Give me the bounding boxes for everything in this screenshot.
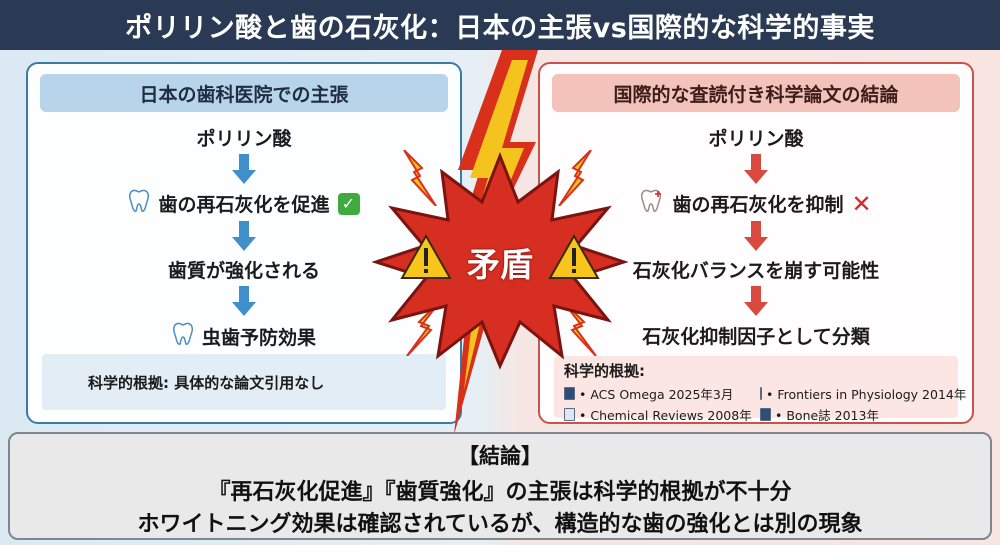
arrow-down-icon <box>744 154 768 184</box>
arrow-down-icon <box>232 221 256 251</box>
tooth-icon <box>128 189 150 218</box>
left-evidence-text: 科学的根拠: 具体的な論文引用なし <box>88 373 325 392</box>
document-icon <box>564 408 575 421</box>
left-step-2: 歯の再石灰化を促進 ✓ <box>28 189 460 218</box>
document-icon <box>564 387 575 400</box>
contradiction-burst <box>372 151 628 370</box>
right-step-2-label: 歯の再石灰化を抑制 <box>672 194 844 216</box>
page-title: ポリリン酸と歯の石灰化：日本の主張vs国際的な科学的事実 <box>0 0 1000 50</box>
warning-icon <box>400 233 452 279</box>
reference-list: • ACS Omega 2025年3月 • Frontiers in Physi… <box>564 384 966 424</box>
tooth-icon <box>172 322 194 351</box>
tooth-icon <box>640 189 664 218</box>
reference-label: • Frontiers in Physiology 2014年 <box>766 387 967 402</box>
reference-label: • Chemical Reviews 2008年 <box>579 408 752 423</box>
conclusion-heading: 【結論】 <box>458 444 542 468</box>
right-evidence-title: 科学的根拠: <box>564 362 645 380</box>
left-step-4: 虫歯予防効果 <box>28 322 460 351</box>
arrow-down-icon <box>232 154 256 184</box>
reference-item: • ACS Omega 2025年3月 <box>564 384 760 403</box>
left-step-2-label: 歯の再石灰化を促進 <box>158 194 330 216</box>
contradiction-label: 矛盾 <box>467 245 533 284</box>
reference-item: • Chemical Reviews 2008年 <box>564 405 760 424</box>
right-step-1-label: ポリリン酸 <box>708 128 804 150</box>
reference-label: • ACS Omega 2025年3月 <box>579 387 734 402</box>
arrow-down-icon <box>744 286 768 316</box>
lightning-icon <box>561 300 597 356</box>
lightning-icon <box>403 150 437 206</box>
left-step-1-label: ポリリン酸 <box>196 128 292 150</box>
document-icon <box>760 408 771 421</box>
conclusion-line-1: 『再石灰化促進』『歯質強化』の主張は科学的根拠が不十分 <box>208 480 792 505</box>
cross-icon: ✕ <box>851 189 872 218</box>
left-step-4-label: 虫歯予防効果 <box>201 327 316 349</box>
reference-item: • Bone誌 2013年 <box>760 405 960 424</box>
right-step-3-label: 石灰化バランスを崩す可能性 <box>632 260 880 282</box>
lightning-icon <box>406 300 442 356</box>
right-step-3: 石灰化バランスを崩す可能性 <box>540 256 972 283</box>
warning-icon <box>548 233 600 279</box>
document-icon <box>760 387 762 400</box>
left-step-3-label: 歯質が強化される <box>167 260 320 282</box>
check-icon: ✓ <box>337 192 360 215</box>
japan-claim-heading: 日本の歯科医院での主張 <box>40 74 448 112</box>
right-step-1: ポリリン酸 <box>540 124 972 151</box>
conclusion-box: 【結論】 『再石灰化促進』『歯質強化』の主張は科学的根拠が不十分 ホワイトニング… <box>8 432 992 540</box>
right-step-4-label: 石灰化抑制因子として分類 <box>642 326 870 348</box>
left-step-1: ポリリン酸 <box>28 124 460 151</box>
right-step-4: 石灰化抑制因子として分類 <box>540 322 972 349</box>
reference-item: • Frontiers in Physiology 2014年 <box>760 384 966 403</box>
right-evidence-box: 科学的根拠: • ACS Omega 2025年3月 • Frontiers i… <box>554 356 966 423</box>
conclusion-line-2: ホワイトニング効果は確認されているが、構造的な歯の強化とは別の現象 <box>137 512 863 537</box>
right-step-2: 歯の再石灰化を抑制 ✕ <box>540 189 972 218</box>
japan-claim-panel: 日本の歯科医院での主張 ポリリン酸 歯の再石灰化を促進 ✓ 歯質が強化される 虫… <box>26 62 462 424</box>
arrow-down-icon <box>744 221 768 251</box>
left-evidence-box: 科学的根拠: 具体的な論文引用なし <box>42 354 446 410</box>
international-conclusion-panel: 国際的な査読付き科学論文の結論 ポリリン酸 歯の再石灰化を抑制 ✕ 石灰化バラン… <box>538 62 974 424</box>
international-heading: 国際的な査読付き科学論文の結論 <box>552 74 960 112</box>
left-step-3: 歯質が強化される <box>28 256 460 283</box>
reference-label: • Bone誌 2013年 <box>775 408 879 423</box>
arrow-down-icon <box>232 286 256 316</box>
lightning-icon <box>558 150 592 206</box>
